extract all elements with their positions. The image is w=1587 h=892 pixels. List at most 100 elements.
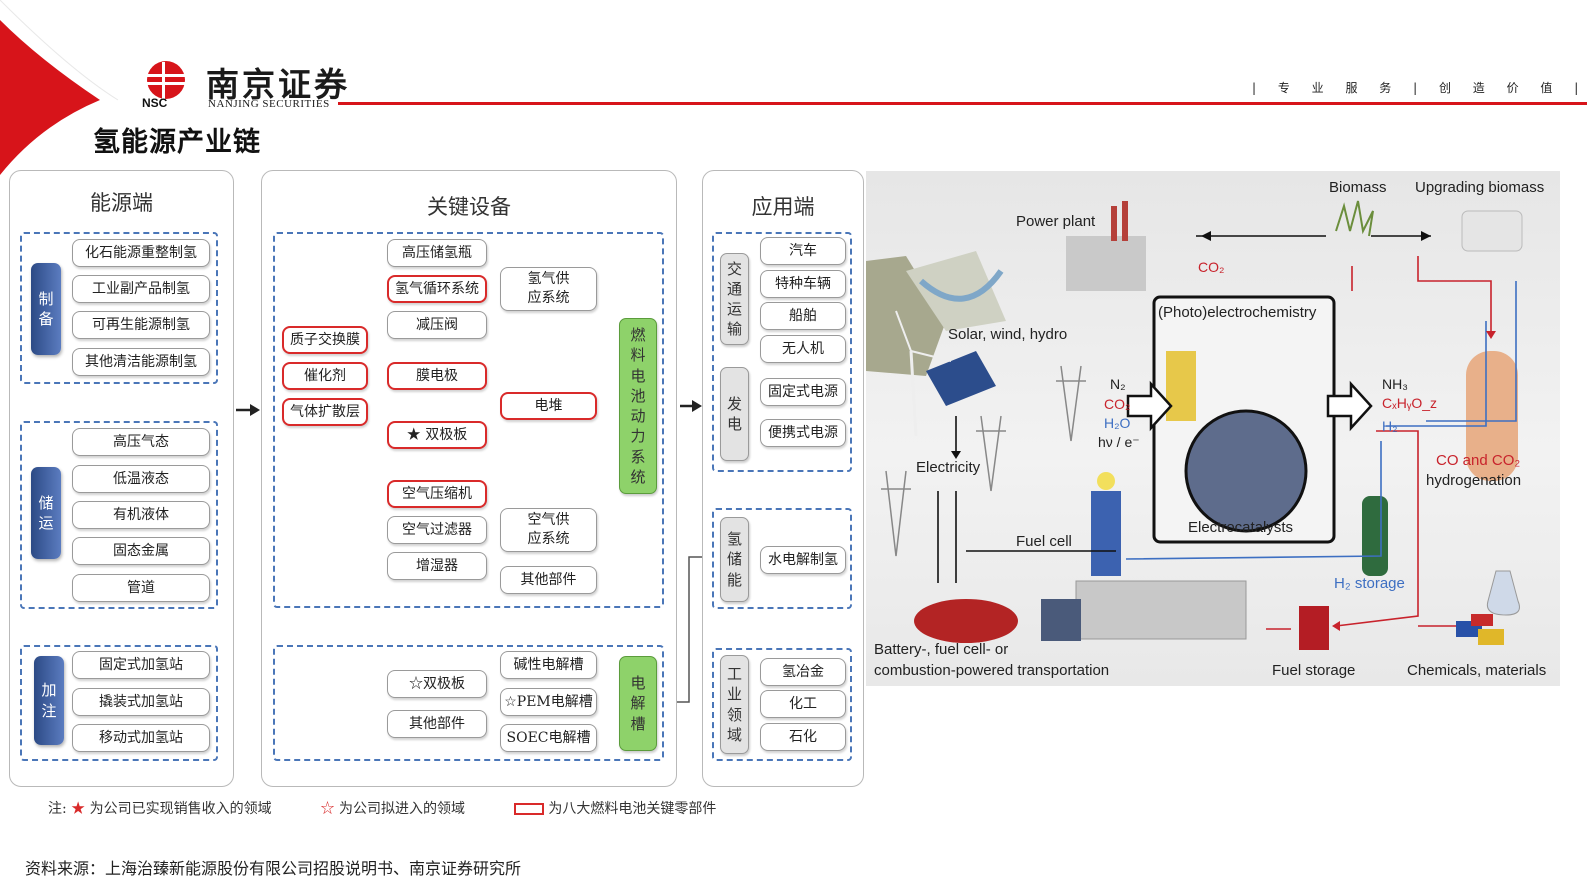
hydrogenation-label: hydrogenation <box>1426 472 1522 489</box>
electrocatalysts-label: Electrocatalysts <box>1188 519 1294 536</box>
application-panel-title: 应用端 <box>751 195 815 219</box>
list-item: 氢冶金 <box>760 658 846 686</box>
power-label: 发 电 <box>720 367 749 461</box>
subsystem-box: 其他部件 <box>500 566 597 594</box>
electrolyzer-box: 电 解 槽 <box>619 656 657 751</box>
list-item: 可再生能源制氢 <box>72 311 210 339</box>
refueling-label: 加 注 <box>34 656 64 745</box>
illustration-graphics <box>866 200 1523 650</box>
hollow-star-icon: ☆ <box>320 801 335 817</box>
key-component-box: 质子交换膜 <box>282 326 368 354</box>
key-component-box: 氢气循环系统 <box>387 275 487 303</box>
industry-group <box>712 648 852 761</box>
page-title: 氢能源产业链 <box>93 127 261 158</box>
h2-storage-label: H₂ storage <box>1334 575 1405 592</box>
legend: 注: ★ 为公司已实现销售收入的领域 ☆ 为公司拟进入的领域 为八大燃料电池关键… <box>48 798 716 818</box>
list-item: 移动式加氢站 <box>72 724 210 752</box>
electrolyzer-type-box: 碱性电解槽 <box>500 651 597 679</box>
hydrogen-storage-label: 氢 储 能 <box>720 517 749 602</box>
key-component-box: 膜电极 <box>387 362 487 390</box>
co-co2-label: CO and CO₂ <box>1436 452 1521 469</box>
electrolyzer-group <box>273 645 664 761</box>
slogan: | 专 业 服 务 | 创 造 价 值 | <box>1252 81 1587 95</box>
corner-decoration <box>0 0 119 175</box>
hydrogen-storage-group <box>712 508 852 609</box>
list-item: 低温液态 <box>72 465 210 493</box>
component-box: 高压储氢瓶 <box>387 239 487 267</box>
component-box: 空气过滤器 <box>387 516 487 544</box>
power-plant-label: Power plant <box>1016 213 1096 230</box>
logo-name: 南京证券 <box>206 65 350 104</box>
list-item: 便携式电源 <box>760 419 846 447</box>
electrolyzer-type-box: SOEC电解槽 <box>500 724 597 752</box>
photoelectrochemistry-label: (Photo)electrochemistry <box>1158 304 1317 321</box>
key-component-box: 电堆 <box>500 392 597 420</box>
list-item: 固定式加氢站 <box>72 651 210 679</box>
key-component-box: 空气压缩机 <box>387 480 487 508</box>
production-label: 制 备 <box>31 263 61 355</box>
list-item: 其他清洁能源制氢 <box>72 348 210 376</box>
list-item: 无人机 <box>760 335 846 363</box>
transport-label: 交 通 运 输 <box>720 253 749 345</box>
key-component-box: ★ 双极板 <box>387 421 487 449</box>
upgrading-biomass-label: Upgrading biomass <box>1415 179 1545 196</box>
fuel-cell-system-box: 燃 料 电 池 动 力 系 统 <box>619 318 657 494</box>
input-n2-label: N₂ <box>1110 376 1126 392</box>
logo-icon <box>144 61 188 100</box>
list-item: 工业副产品制氢 <box>72 275 210 303</box>
list-item: 管道 <box>72 574 210 602</box>
energy-panel-title: 能源端 <box>90 191 153 215</box>
list-item: 撬装式加氢站 <box>72 688 210 716</box>
key-component-box: 催化剂 <box>282 362 368 390</box>
logo-abbr: NSC <box>142 96 168 110</box>
input-h2o-label: H₂O <box>1104 415 1131 431</box>
biomass-label: Biomass <box>1329 179 1387 196</box>
logo-english-name: NANJING SECURITIES <box>208 98 330 110</box>
component-box: 其他部件 <box>387 710 487 738</box>
legend-solid-star-text: 为公司已实现销售收入的领域 <box>89 801 272 817</box>
subsystem-box: 空气供 应系统 <box>500 508 597 552</box>
list-item: 特种车辆 <box>760 270 846 298</box>
legend-hollow-star-text: 为公司拟进入的领域 <box>338 801 465 817</box>
list-item: 石化 <box>760 723 846 751</box>
source-note: 资料来源：上海治臻新能源股份有限公司招股说明书、南京证券研究所 <box>25 859 522 878</box>
component-box: ☆双极板 <box>387 670 487 698</box>
transportation-label-line1: Battery-, fuel cell- or <box>874 641 1009 658</box>
fuel-cell-label: Fuel cell <box>1016 533 1072 550</box>
refueling-group <box>20 645 218 761</box>
co2-label: CO₂ <box>1198 259 1225 275</box>
fuel-storage-label: Fuel storage <box>1272 662 1356 679</box>
input-light-label: hν / e⁻ <box>1098 434 1140 450</box>
red-box-legend-icon <box>513 803 544 815</box>
list-item: 高压气态 <box>72 428 210 456</box>
chemicals-materials-label: Chemicals, materials <box>1407 662 1547 679</box>
subsystem-box: 氢气供 应系统 <box>500 267 597 311</box>
production-group <box>20 232 218 384</box>
header-rule <box>338 102 1587 105</box>
input-co2-label: CO₂ <box>1104 396 1131 412</box>
hydrogen-economy-illustration: Power plant Biomass Upgrading biomass CO… <box>866 171 1560 686</box>
key-component-box: 气体扩散层 <box>282 398 368 426</box>
list-item: 水电解制氢 <box>760 546 846 574</box>
list-item: 化工 <box>760 690 846 718</box>
storage-transport-label: 储 运 <box>31 467 61 559</box>
list-item: 固态金属 <box>72 537 210 565</box>
list-item: 化石能源重整制氢 <box>72 239 210 267</box>
component-box: 增湿器 <box>387 552 487 580</box>
output-hydrocarbon-label: CₓHᵧO_z <box>1382 395 1437 411</box>
equipment-panel-title: 关键设备 <box>427 195 511 219</box>
output-h2-label: H₂ <box>1382 418 1398 434</box>
electricity-label: Electricity <box>916 459 981 476</box>
industry-label: 工 业 领 域 <box>720 655 749 754</box>
transport-power-group <box>712 232 852 472</box>
legend-note-label: 注: <box>48 801 67 817</box>
output-nh3-label: NH₃ <box>1382 376 1408 392</box>
list-item: 船舶 <box>760 302 846 330</box>
legend-red-box-text: 为八大燃料电池关键零部件 <box>548 801 717 817</box>
list-item: 有机液体 <box>72 501 210 529</box>
transportation-label-line2: combustion-powered transportation <box>874 662 1110 679</box>
list-item: 汽车 <box>760 237 846 265</box>
fuel-cell-group <box>273 232 664 608</box>
electrolyzer-type-box: ☆PEM电解槽 <box>500 688 597 716</box>
storage-transport-group <box>20 421 218 609</box>
